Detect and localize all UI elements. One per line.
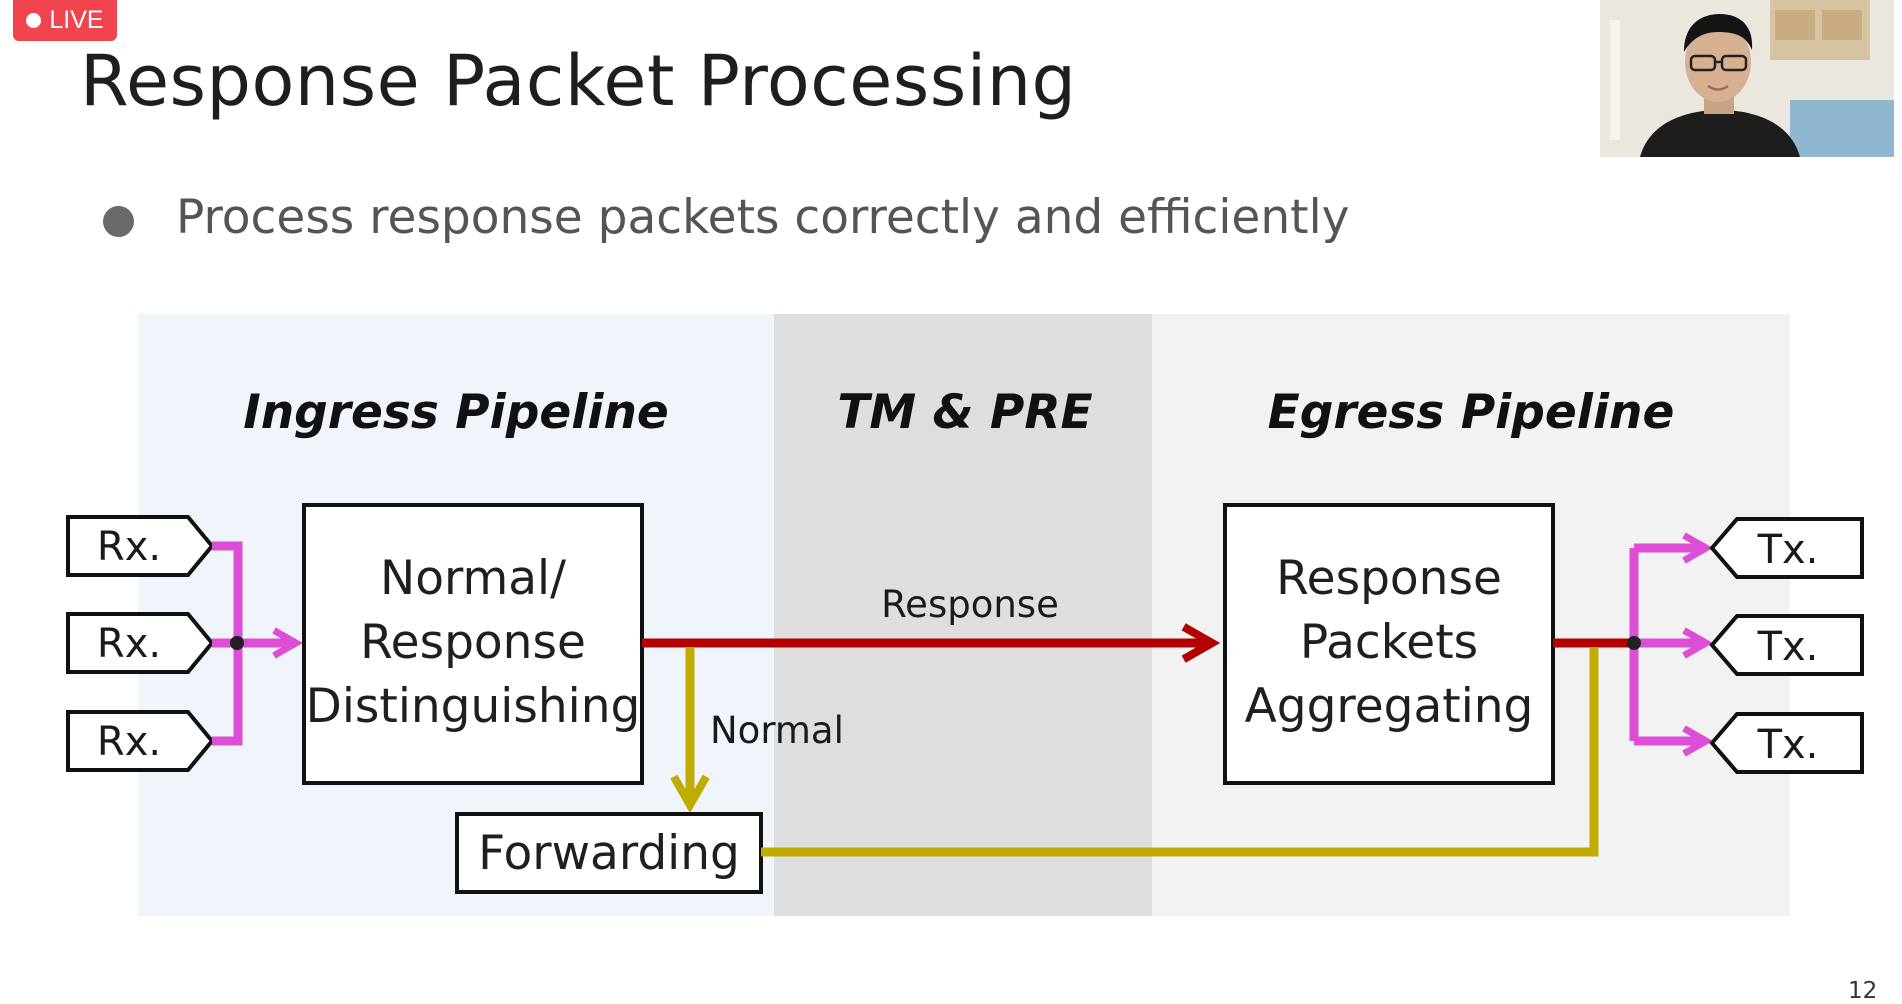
tx-port-label: Tx. [1757,722,1819,768]
bullet-text: Process response packets correctly and e… [176,190,1350,245]
forwarding-box [455,812,763,894]
aggregating-label-line3: Aggregating [1245,679,1534,734]
aggregating-box [1223,503,1555,785]
egress-junction-dot [1627,636,1641,650]
rx-port-2: Rx. [66,612,215,674]
rx-port-3: Rx. [66,710,215,772]
response-flow-label: Response [881,583,1059,626]
distinguishing-box [302,503,644,785]
live-label: LIVE [49,6,104,34]
aggregating-label-line2: Packets [1300,615,1478,670]
rx-port-label: Rx. [97,524,161,570]
distinguishing-label-line3: Distinguishing [306,679,641,734]
normal-flow-label: Normal [710,709,844,752]
section-label-tm-pre: TM & PRE [837,385,1092,440]
rx-port-1: Rx. [66,515,215,577]
distinguishing-label-line1: Normal/ [380,551,566,606]
rx-port-label: Rx. [97,621,161,667]
tx-port-label: Tx. [1757,527,1819,573]
tx-port-3: Tx. [1709,712,1864,774]
forwarding-label: Forwarding [478,826,740,881]
rx-port-label: Rx. [97,719,161,765]
tx-port-2: Tx. [1709,614,1864,676]
live-badge: LIVE [13,0,117,41]
aggregating-label-line1: Response [1276,551,1502,606]
tx-port-1: Tx. [1709,517,1864,579]
presenter-video-icon [1600,0,1894,157]
page-number: 12 [1848,978,1878,1004]
slide-title: Response Packet Processing [80,40,1077,122]
ingress-junction-dot [230,636,244,650]
live-dot-icon [26,13,42,28]
section-label-egress: Egress Pipeline [1268,385,1675,440]
webcam-thumbnail [1600,0,1894,157]
section-tm-pre-bg [774,314,1152,916]
tx-port-label: Tx. [1757,624,1819,670]
section-label-ingress: Ingress Pipeline [243,385,669,440]
normal-bypass-path [761,648,1599,857]
egress-fanout-lines [1629,548,1706,741]
bullet-icon [103,206,134,237]
distinguishing-label-line2: Response [360,615,586,670]
